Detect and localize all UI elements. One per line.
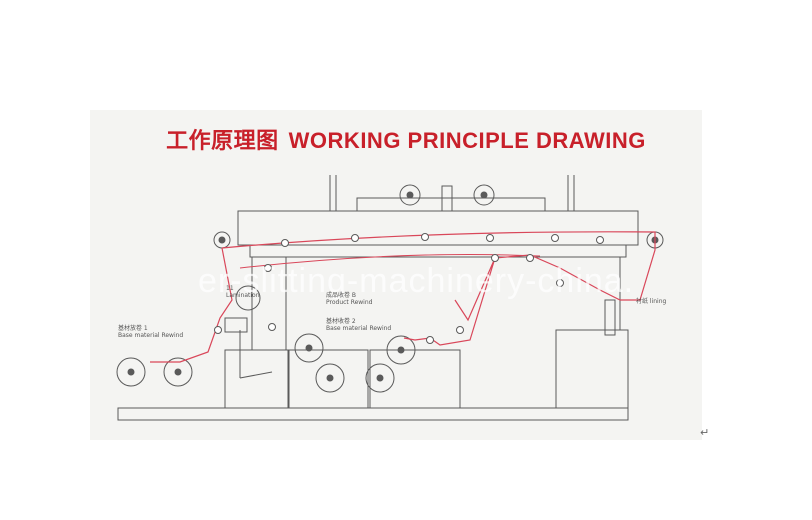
top-winder-left (399, 184, 421, 206)
return-mark: ↵ (700, 426, 710, 439)
guide-roller (421, 233, 429, 241)
unwind-roll-1 (116, 357, 146, 387)
top-beam (237, 210, 639, 246)
label-lining: 衬纸 lining (636, 298, 667, 305)
guide-roller (214, 326, 222, 334)
lamination-roller (235, 285, 261, 311)
top-beam-lower (249, 244, 627, 258)
guide-roller (526, 254, 534, 262)
guide-roller (281, 239, 289, 247)
top-motor (441, 185, 453, 212)
diagram-background (90, 110, 702, 440)
title-english: WORKING PRINCIPLE DRAWING (288, 128, 646, 153)
center-support-right (369, 349, 461, 409)
right-column (555, 329, 629, 409)
label-lamination: 11 Lamination (226, 285, 260, 299)
diagram-title: 工作原理图 WORKING PRINCIPLE DRAWING (0, 123, 812, 155)
label-base-rewind: 基材收卷 2 Base material Rewind (326, 318, 392, 332)
product-rewind-roll (294, 333, 324, 363)
center-support-left (287, 349, 369, 409)
left-support (224, 349, 290, 409)
label-base-unwind: 基材放卷 1 Base material Rewind (118, 325, 184, 339)
base-rewind-roll-2 (365, 363, 395, 393)
guide-roller (491, 254, 499, 262)
title-chinese: 工作原理图 (166, 129, 279, 154)
base-rewind-roll (386, 335, 416, 365)
top-winder-right (473, 184, 495, 206)
watermark: er-slitting-machinery-china. (198, 262, 635, 300)
guide-roller (596, 236, 604, 244)
guide-roller (551, 234, 559, 242)
guide-roller (426, 336, 434, 344)
guide-roller (264, 264, 272, 272)
label-product-rewind: 成品收卷 B Product Rewind (326, 292, 373, 306)
guide-roller (268, 323, 276, 331)
lining-roll (604, 299, 616, 336)
guide-roller (456, 326, 464, 334)
base-frame (117, 407, 629, 421)
unwind-roll-2 (163, 357, 193, 387)
guide-roller (556, 279, 564, 287)
inner-web-path (239, 254, 541, 269)
product-rewind-roll-2 (315, 363, 345, 393)
guide-roller (486, 234, 494, 242)
guide-roller (351, 234, 359, 242)
